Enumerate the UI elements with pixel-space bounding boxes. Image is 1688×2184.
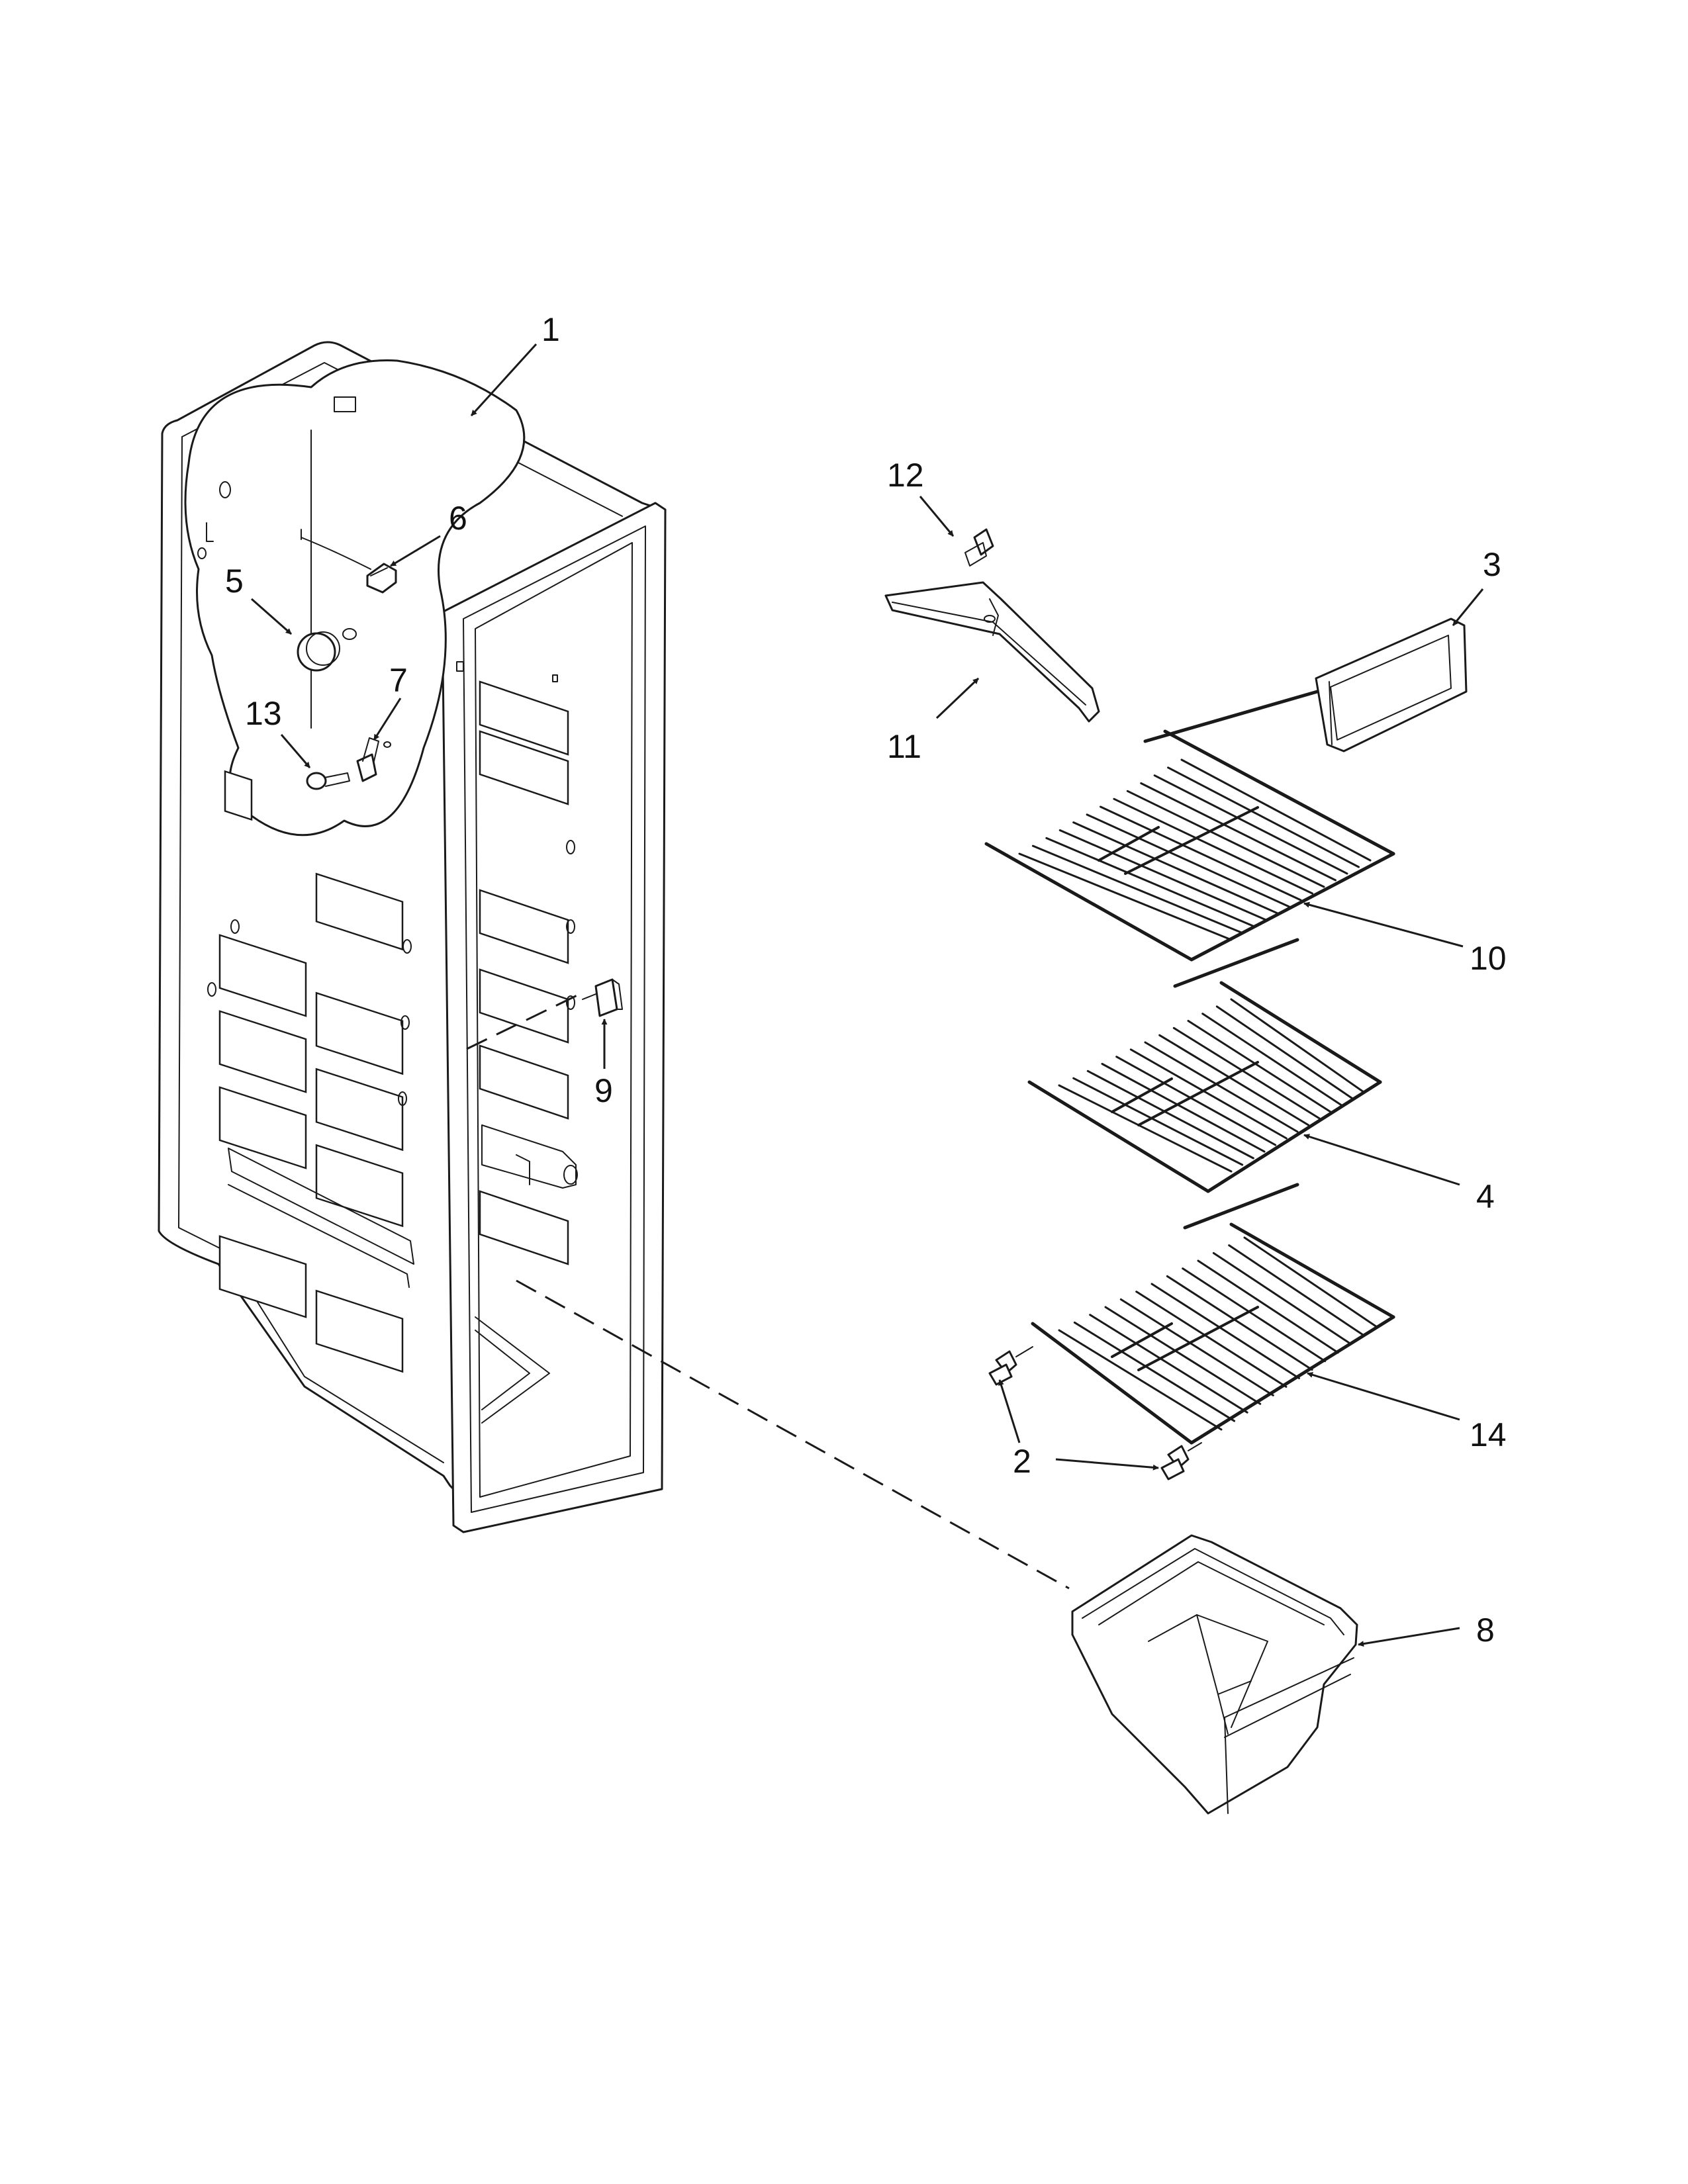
- shelf-wire: [1129, 1048, 1288, 1140]
- shelf-wire: [1101, 1063, 1266, 1153]
- liner-side-panels: [207, 770, 414, 1373]
- shelf-wire: [1031, 844, 1244, 934]
- shelf-wire: [1086, 813, 1290, 908]
- callout-12: 12: [887, 457, 924, 494]
- storage-bin-part-8: [1071, 1534, 1358, 1815]
- callout-14: 14: [1470, 1416, 1507, 1453]
- shelf-wire: [1045, 837, 1256, 928]
- shelf-wire: [1243, 1236, 1378, 1328]
- shelf-wire: [1182, 1267, 1327, 1363]
- shelf-rod: [1111, 1322, 1173, 1358]
- shelf-wire: [1158, 1034, 1310, 1126]
- screw-part-12: [964, 528, 994, 567]
- liner-interior-panels: [456, 661, 578, 1265]
- shelf-wire: [1228, 1244, 1365, 1337]
- shelf-rod: [1190, 852, 1395, 962]
- callout-10: 10: [1470, 940, 1507, 977]
- callout-3: 3: [1483, 546, 1501, 583]
- callout-13: 13: [245, 695, 282, 732]
- shelf-wire: [1119, 1298, 1274, 1396]
- shelf-wire: [1201, 1013, 1343, 1107]
- clip-part-6: [366, 563, 397, 594]
- shelf-rod: [1163, 729, 1395, 856]
- shelf-wire: [1058, 1329, 1223, 1431]
- callout-labels: 1 2 3 4 5 6 7 8 9 10 11 12 13 14: [225, 311, 1507, 1649]
- shelf-wire: [1187, 1020, 1332, 1113]
- wire-shelf-part-10: [984, 690, 1395, 962]
- callout-11: 11: [887, 728, 921, 765]
- shelf-wire: [1172, 1026, 1321, 1120]
- shelf-wire: [1197, 1259, 1339, 1354]
- shelf-wire: [1072, 1077, 1244, 1166]
- callout-8: 8: [1476, 1612, 1495, 1649]
- shelf-rod: [1143, 690, 1319, 743]
- shelf-wire: [1058, 1084, 1233, 1173]
- shelf-wire: [1230, 998, 1365, 1093]
- shelf-wire: [1166, 1275, 1313, 1371]
- shelf-rod: [1027, 1080, 1210, 1193]
- shelf-rod: [1124, 806, 1259, 875]
- screw-part-13: [306, 772, 350, 790]
- shelf-rod: [1190, 1315, 1395, 1445]
- shelf-wire: [1100, 805, 1302, 901]
- shelf-wire: [1212, 1251, 1352, 1345]
- shelf-wire: [1086, 1069, 1254, 1160]
- shelf-rod: [1111, 1077, 1173, 1113]
- shelf-rod: [1173, 938, 1299, 988]
- shelf-rod: [1206, 1080, 1382, 1193]
- shelf-wire: [1140, 782, 1336, 882]
- shelf-rod: [1137, 1061, 1259, 1126]
- shelf-frame-part-3: [1315, 617, 1468, 752]
- callout-2: 2: [1013, 1443, 1031, 1480]
- shelf-wire: [1150, 1283, 1300, 1379]
- insulation-region: [184, 359, 526, 837]
- shelf-rod: [1098, 826, 1160, 862]
- shelf-rod: [1031, 1322, 1194, 1445]
- callout-4: 4: [1476, 1178, 1495, 1215]
- wire-shelf-part-14: [1031, 1183, 1395, 1445]
- shelf-wire: [1135, 1291, 1288, 1388]
- shelf-wire: [1167, 766, 1360, 868]
- assembly-line-part-9: [466, 991, 583, 1050]
- shelf-wire: [1180, 758, 1372, 862]
- callout-1: 1: [541, 311, 560, 348]
- shelf-wire: [1144, 1041, 1299, 1133]
- callout-5: 5: [225, 563, 244, 600]
- shelf-wire: [1072, 821, 1279, 915]
- shelf-rod: [1219, 981, 1382, 1084]
- shelf-rod: [1183, 1183, 1299, 1230]
- shelf-bracket-part-11: [884, 581, 1100, 723]
- block-part-9: [582, 978, 623, 1017]
- knob-part-5: [297, 628, 357, 672]
- leader-lines: [251, 343, 1484, 1647]
- shelf-support-part-2: [988, 1346, 1202, 1480]
- shelf-wire: [1018, 852, 1233, 941]
- shelf-rod: [1137, 1306, 1259, 1371]
- shelf-wire: [1126, 790, 1325, 888]
- shelf-wire: [1115, 1056, 1277, 1146]
- shelf-wire: [1104, 1306, 1262, 1405]
- callout-9: 9: [594, 1072, 613, 1109]
- shelf-wire: [1215, 1005, 1354, 1100]
- wire-shelf-part-4: [1027, 938, 1382, 1193]
- shelf-wire: [1153, 774, 1348, 875]
- shelf-wire: [1058, 829, 1267, 921]
- shelf-rod: [984, 842, 1194, 962]
- shelf-wire: [1073, 1321, 1236, 1422]
- callout-7: 7: [389, 662, 408, 699]
- callout-6: 6: [449, 500, 467, 537]
- shelf-rod: [1229, 1222, 1395, 1319]
- shelf-wire: [1089, 1314, 1248, 1414]
- assembly-line-bin: [516, 1279, 1070, 1590]
- liner-assembly: [158, 341, 667, 1533]
- shelf-wire: [1113, 797, 1313, 895]
